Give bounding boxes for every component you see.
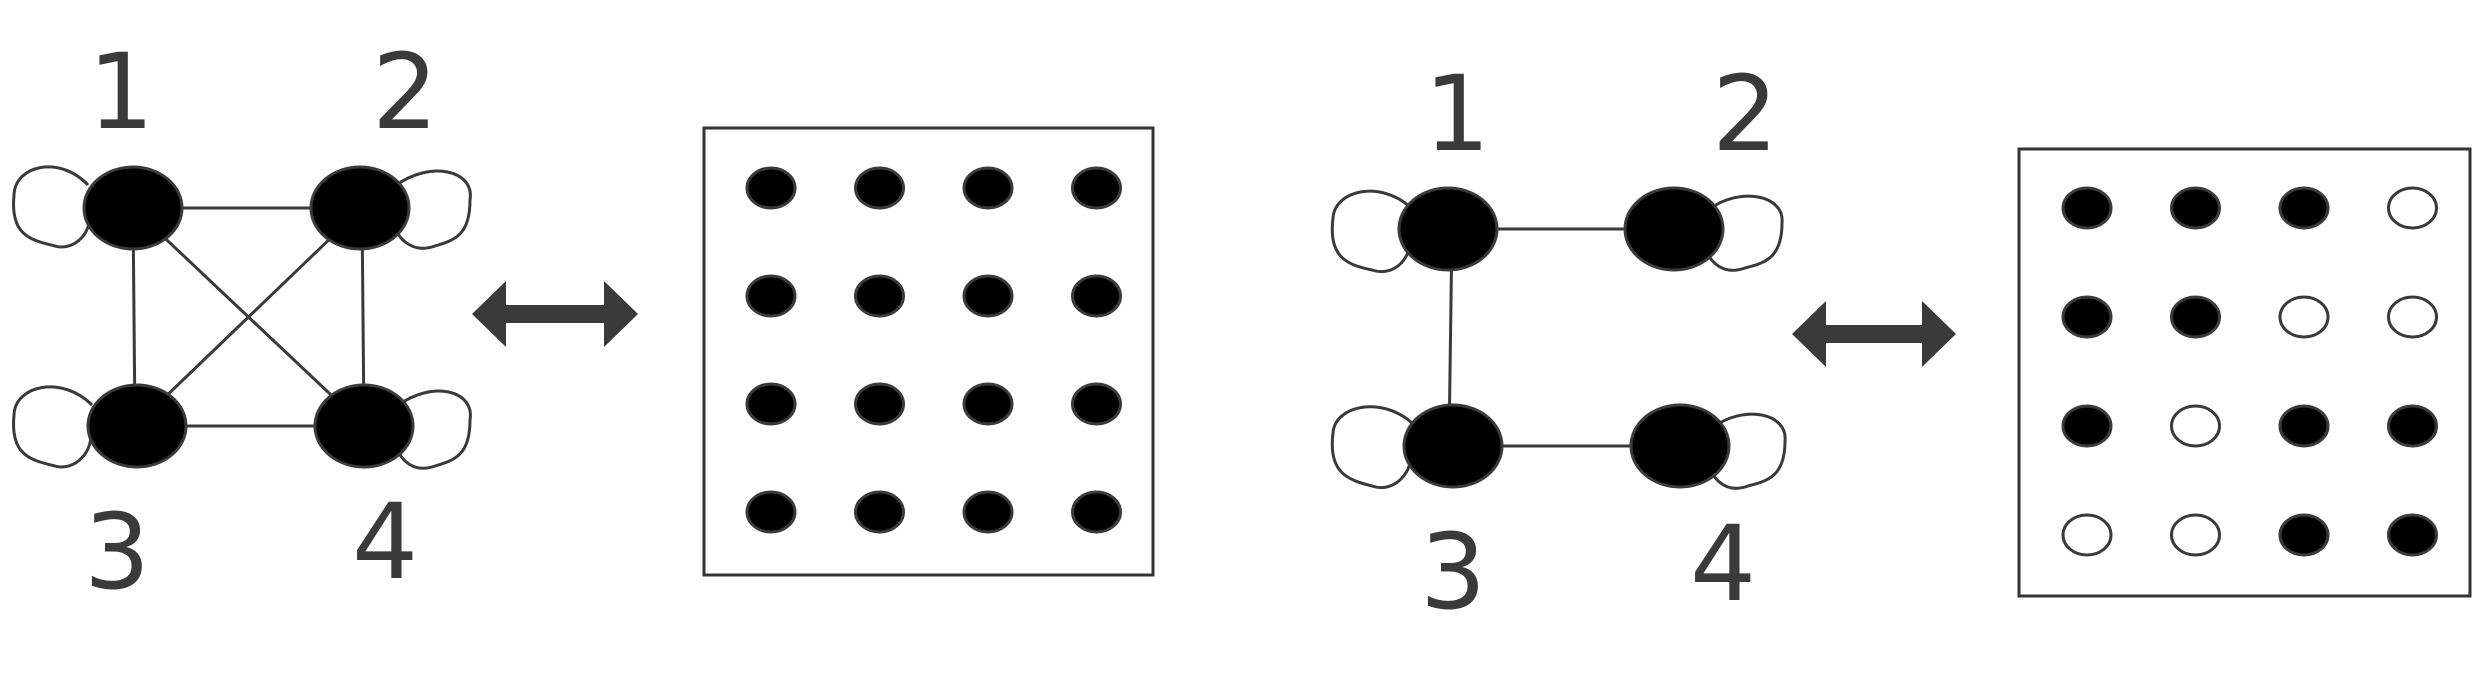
matrix-cell-3-1 bbox=[2061, 404, 2113, 448]
matrix-cell-2-4 bbox=[1071, 274, 1122, 318]
matrix-cell-3-2 bbox=[2170, 404, 2221, 448]
node-3 bbox=[1402, 403, 1504, 489]
matrix-cell-1-1 bbox=[745, 166, 797, 210]
matrix-cell-1-4 bbox=[2387, 186, 2438, 230]
matrix-cell-2-2 bbox=[2170, 295, 2221, 339]
adjacency-matrix-left bbox=[702, 126, 1155, 577]
matrix-cell-4-1 bbox=[2061, 513, 2113, 557]
matrix-cell-2-4 bbox=[2387, 295, 2438, 339]
self-loop-1 bbox=[1330, 189, 1412, 274]
node-label-3: 3 bbox=[84, 491, 150, 613]
matrix-cell-2-1 bbox=[2061, 295, 2113, 339]
node-label-4: 4 bbox=[1690, 503, 1756, 625]
node-label-4: 4 bbox=[352, 481, 418, 603]
matrix-cell-4-2 bbox=[854, 490, 905, 534]
matrix-cell-4-3 bbox=[2278, 513, 2330, 557]
node-4 bbox=[1629, 403, 1731, 489]
matrix-cell-2-2 bbox=[854, 274, 905, 318]
double-arrow-icon bbox=[472, 281, 638, 347]
matrix-cell-1-3 bbox=[2278, 186, 2330, 230]
adjacency-matrix-right bbox=[2017, 147, 2472, 598]
self-loop-3 bbox=[12, 385, 94, 469]
matrix-cell-3-4 bbox=[2387, 404, 2438, 448]
node-label-1: 1 bbox=[88, 31, 154, 153]
matrix-cell-4-4 bbox=[2387, 513, 2438, 557]
matrix-cell-2-3 bbox=[962, 274, 1014, 318]
self-loop-4 bbox=[392, 389, 472, 470]
node-3 bbox=[86, 383, 188, 469]
matrix-cell-2-1 bbox=[745, 274, 797, 318]
matrix-frame bbox=[2017, 147, 2472, 598]
matrix-cell-1-2 bbox=[854, 166, 905, 210]
node-label-2: 2 bbox=[1712, 53, 1778, 175]
self-loop-2 bbox=[1703, 194, 1784, 272]
double-arrow-icon bbox=[1792, 301, 1956, 367]
matrix-cell-1-1 bbox=[2061, 186, 2113, 230]
node-label-2: 2 bbox=[372, 31, 438, 153]
node-1 bbox=[82, 165, 184, 251]
node-label-3: 3 bbox=[1420, 511, 1486, 633]
self-loop-4 bbox=[1706, 412, 1787, 490]
matrix-cell-4-2 bbox=[2170, 513, 2221, 557]
matrix-cell-2-3 bbox=[2278, 295, 2330, 339]
matrix-cell-1-3 bbox=[962, 166, 1014, 210]
self-loop-1 bbox=[12, 165, 91, 249]
matrix-frame bbox=[702, 126, 1155, 577]
matrix-cell-1-4 bbox=[1071, 166, 1122, 210]
matrix-cell-3-3 bbox=[2278, 404, 2330, 448]
graph-right: 1 2 3 4 bbox=[1330, 53, 1787, 633]
matrix-cell-3-2 bbox=[854, 382, 905, 426]
node-2 bbox=[309, 165, 411, 251]
node-2 bbox=[1623, 186, 1725, 272]
node-label-1: 1 bbox=[1424, 53, 1490, 175]
matrix-cell-4-3 bbox=[962, 490, 1014, 534]
matrix-cell-1-2 bbox=[2170, 186, 2221, 230]
edge-2-3 bbox=[133, 206, 364, 428]
matrix-cell-3-4 bbox=[1071, 382, 1122, 426]
matrix-cell-4-4 bbox=[1071, 490, 1122, 534]
self-loop-2 bbox=[390, 169, 472, 250]
self-loop-3 bbox=[1330, 405, 1414, 490]
matrix-cell-4-1 bbox=[745, 490, 797, 534]
node-1 bbox=[1397, 186, 1499, 272]
matrix-cell-3-3 bbox=[962, 382, 1014, 426]
node-4 bbox=[313, 383, 415, 469]
graph-left: 1 2 3 4 bbox=[12, 31, 472, 613]
matrix-cell-3-1 bbox=[745, 382, 797, 426]
